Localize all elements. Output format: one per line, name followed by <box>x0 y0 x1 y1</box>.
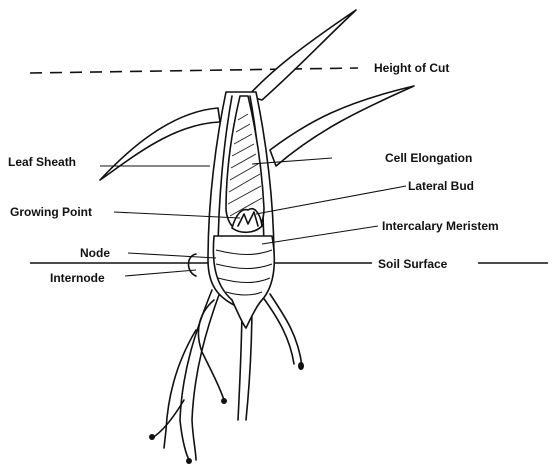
label-node: Node <box>80 246 110 260</box>
label-lateral-bud: Lateral Bud <box>408 179 474 193</box>
leaf-top-right <box>248 10 356 100</box>
label-internode: Internode <box>50 271 105 285</box>
label-leaf-sheath: Leaf Sheath <box>8 155 76 169</box>
label-growing-point: Growing Point <box>10 205 92 219</box>
label-soil-surface: Soil Surface <box>378 257 448 271</box>
label-height-of-cut: Height of Cut <box>374 61 449 75</box>
leaf-left <box>100 108 220 180</box>
label-cell-elongation: Cell Elongation <box>385 151 472 165</box>
height-of-cut-line <box>30 68 358 73</box>
roots <box>149 290 304 464</box>
label-intercalary-meristem: Intercalary Meristem <box>382 219 499 233</box>
